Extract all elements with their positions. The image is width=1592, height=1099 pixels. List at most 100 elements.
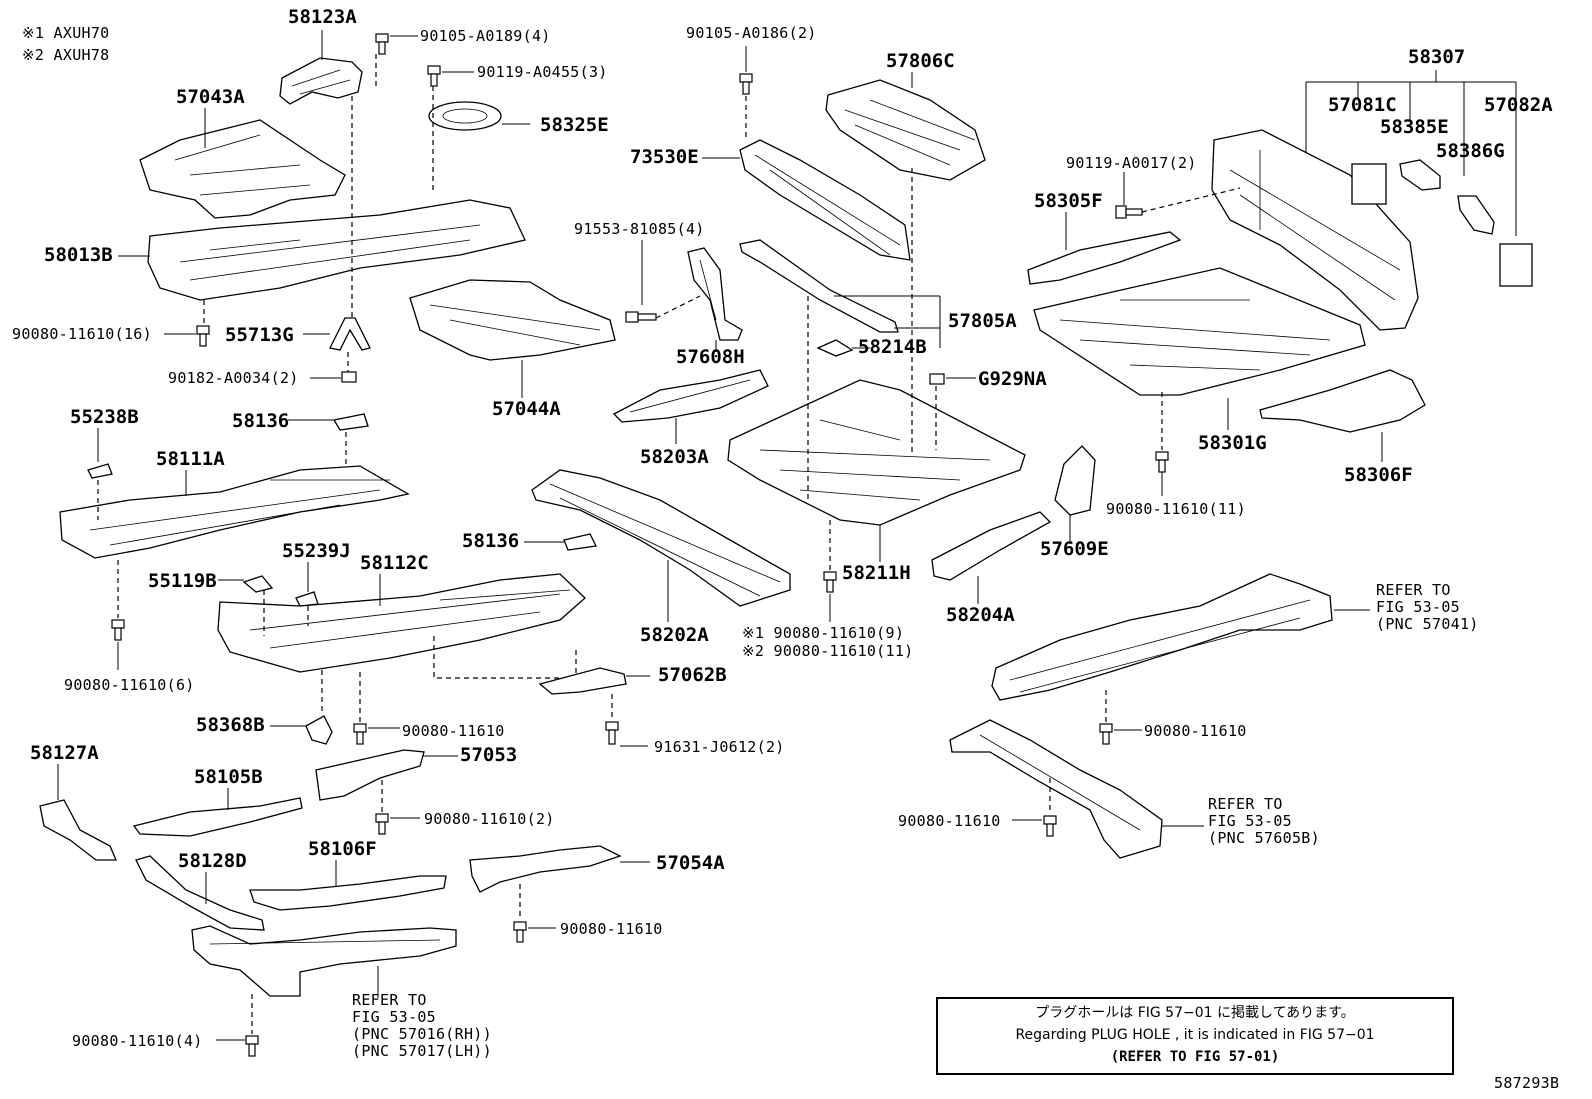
part-58305F <box>1027 231 1182 285</box>
label-90119-A0017: 90119-A0017(2) <box>1066 154 1197 172</box>
label-58305F: 58305F <box>1034 190 1103 212</box>
label-90080-11610-c: 90080-11610 <box>1144 722 1247 740</box>
part-55119B <box>242 575 274 593</box>
label-58128D: 58128D <box>178 850 247 872</box>
part-58106F <box>249 875 447 911</box>
label-73530E: 73530E <box>630 146 699 168</box>
label-58111A: 58111A <box>156 448 225 470</box>
plug-hole-note: プラグホールは FIG 57−01 に掲載してあります。 Regarding P… <box>936 997 1454 1075</box>
part-58385E <box>1399 159 1441 191</box>
part-57609E <box>1054 445 1096 516</box>
part-58112C <box>217 573 586 673</box>
bolt-90080-11610-16-icon <box>196 325 210 347</box>
label-57054A: 57054A <box>656 852 725 874</box>
part-rear-member-57605B <box>949 719 1163 859</box>
note-line-refer: (REFER TO FIG 57-01) <box>1110 1049 1280 1065</box>
label-55119B: 55119B <box>148 570 217 592</box>
label-58127A: 58127A <box>30 742 99 764</box>
part-57806C <box>825 79 986 181</box>
note-line-jp: プラグホールは FIG 57−01 に掲載してあります。 <box>1035 1005 1355 1021</box>
part-55713G <box>329 317 371 351</box>
label-57805A: 57805A <box>948 310 1017 332</box>
part-58128D <box>135 855 265 931</box>
part-73530E <box>739 139 911 261</box>
label-57082A: 57082A <box>1484 94 1553 116</box>
label-58106F: 58106F <box>308 838 377 860</box>
bolt-90080-11610-c-icon <box>1099 723 1113 745</box>
label-57043A: 57043A <box>176 86 245 108</box>
label-58123A: 58123A <box>288 6 357 28</box>
nut-90182-A0034-icon <box>341 371 357 383</box>
figure-id: 587293B <box>1494 1074 1560 1092</box>
bolt-90105-A0189-icon <box>375 33 389 55</box>
part-58214B <box>816 339 854 357</box>
part-58127A <box>39 799 117 861</box>
part-58111A <box>59 465 410 559</box>
label-58214B: 58214B <box>858 336 927 358</box>
part-58306F <box>1259 369 1426 433</box>
part-57608H <box>687 247 743 341</box>
label-57608H: 57608H <box>676 346 745 368</box>
label-90080-11610-11b: ※2 90080-11610(11) <box>742 642 914 660</box>
part-58301G <box>1211 129 1419 331</box>
part-58136-b <box>563 533 597 551</box>
clip-G929NA-icon <box>929 373 945 385</box>
part-57082A <box>1499 243 1533 287</box>
label-58203A: 58203A <box>640 446 709 468</box>
label-55238B: 55238B <box>70 406 139 428</box>
label-57609E: 57609E <box>1040 538 1109 560</box>
label-90080-11610-4: 90080-11610(4) <box>72 1032 203 1050</box>
label-90105-A0189: 90105-A0189(4) <box>420 27 551 45</box>
variant-note-2: ※2 AXUH78 <box>22 46 110 64</box>
label-90080-11610-6: 90080-11610(6) <box>64 676 195 694</box>
label-90119-A0455: 90119-A0455(3) <box>477 63 608 81</box>
note-line-en: Regarding PLUG HOLE , it is indicated in… <box>1015 1027 1375 1043</box>
bolt-90105-A0186-icon <box>739 73 753 95</box>
label-90080-11610-b: 90080-11610 <box>560 920 663 938</box>
label-58202A: 58202A <box>640 624 709 646</box>
part-57062B <box>538 667 627 695</box>
variant-note-1: ※1 AXUH70 <box>22 24 110 42</box>
bolt-90080-11610-a-icon <box>353 723 367 745</box>
label-91553-81085: 91553-81085(4) <box>574 220 705 238</box>
label-57081C: 57081C <box>1328 94 1397 116</box>
part-57805A <box>739 239 899 333</box>
label-58306F: 58306F <box>1344 464 1413 486</box>
label-58301G: 58301G <box>1198 432 1267 454</box>
label-57044A: 57044A <box>492 398 561 420</box>
label-57806C: 57806C <box>886 50 955 72</box>
label-58368B: 58368B <box>196 714 265 736</box>
part-58368B <box>305 715 333 745</box>
bolt-90080-11610-d-icon <box>1043 815 1057 837</box>
label-90080-11610-d: 90080-11610 <box>898 812 1001 830</box>
part-58325E <box>428 101 502 131</box>
bolt-90080-11610-6-icon <box>111 619 125 641</box>
part-58123A <box>279 57 363 105</box>
label-57053: 57053 <box>460 744 518 766</box>
label-91631-J0612: 91631-J0612(2) <box>654 738 785 756</box>
part-58386G <box>1457 195 1495 235</box>
part-58204A <box>931 511 1052 581</box>
label-G929NA: G929NA <box>978 368 1047 390</box>
part-55238B <box>87 463 113 479</box>
bolt-90080-11610-9-icon <box>823 571 837 593</box>
part-57044A <box>409 279 616 361</box>
label-90080-11610-16: 90080-11610(16) <box>12 325 152 343</box>
part-58105B <box>132 797 303 837</box>
label-90080-11610-a: 90080-11610 <box>402 722 505 740</box>
part-57081C <box>1351 163 1387 205</box>
part-58301G-floor <box>1033 267 1366 396</box>
label-58136-b: 58136 <box>462 530 520 552</box>
label-58385E: 58385E <box>1380 116 1449 138</box>
label-58112C: 58112C <box>360 552 429 574</box>
label-90080-11610-9: ※1 90080-11610(9) <box>742 624 905 642</box>
label-58136-a: 58136 <box>232 410 290 432</box>
label-58204A: 58204A <box>946 604 1015 626</box>
label-57062B: 57062B <box>658 664 727 686</box>
label-58105B: 58105B <box>194 766 263 788</box>
label-55713G: 55713G <box>225 324 294 346</box>
label-58307: 58307 <box>1408 46 1466 68</box>
